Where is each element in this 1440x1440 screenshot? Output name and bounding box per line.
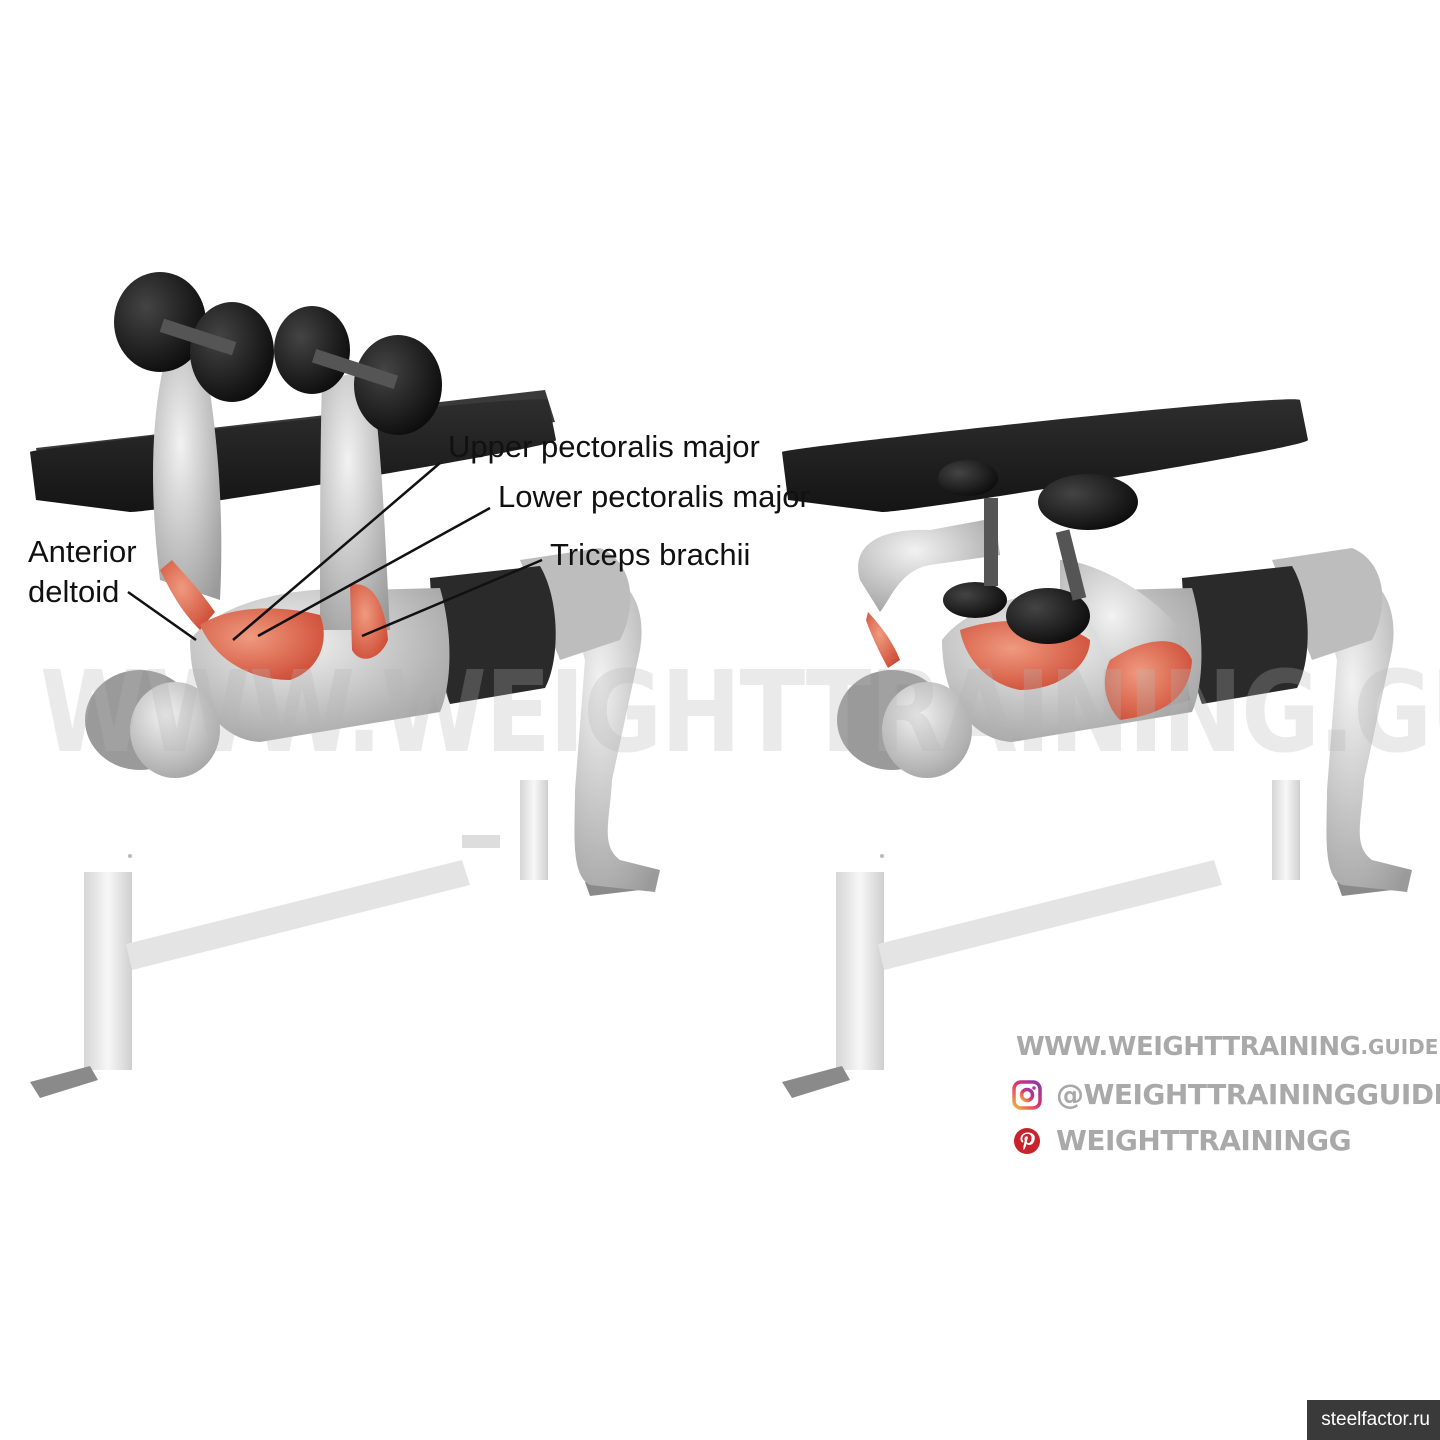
left-body bbox=[85, 360, 660, 892]
label-triceps-brachii: Triceps brachii bbox=[550, 537, 751, 572]
right-triceps-highlight bbox=[1104, 641, 1192, 720]
label-pointer-lines bbox=[127, 462, 543, 642]
instagram-icon bbox=[1012, 1079, 1042, 1110]
brand-pinterest: WEIGHTTRAININGG bbox=[1012, 1124, 1352, 1157]
pinterest-handle: WEIGHTTRAININGG bbox=[1056, 1124, 1352, 1157]
label-upper-pectoralis-major: Upper pectoralis major bbox=[448, 429, 760, 464]
left-anterior-deltoid-highlight bbox=[160, 560, 215, 630]
label-anterior-deltoid-line2: deltoid bbox=[28, 574, 120, 609]
right-body bbox=[837, 518, 1412, 892]
left-triceps-highlight bbox=[350, 584, 388, 659]
brand-instagram: @WEIGHTTRAININGGUIDE bbox=[1012, 1078, 1440, 1111]
left-chest-highlight bbox=[200, 608, 324, 680]
instagram-handle: @WEIGHTTRAININGGUIDE bbox=[1056, 1078, 1440, 1111]
label-lower-pectoralis-major: Lower pectoralis major bbox=[498, 479, 810, 514]
brand-url-suffix: .GUIDE bbox=[1360, 1035, 1439, 1059]
label-anterior-deltoid-line1: Anterior bbox=[28, 534, 137, 569]
source-credit: steelfactor.ru bbox=[1307, 1400, 1440, 1440]
right-anterior-deltoid-highlight bbox=[866, 612, 900, 668]
right-dumbbells bbox=[938, 460, 1138, 644]
left-dumbbells bbox=[114, 272, 442, 435]
brand-url: WWW.WEIGHTTRAINING.GUIDE bbox=[1016, 1032, 1438, 1062]
right-bench bbox=[782, 399, 1392, 1098]
pinterest-icon bbox=[1014, 1127, 1040, 1154]
brand-url-main: WWW.WEIGHTTRAINING bbox=[1016, 1032, 1361, 1062]
